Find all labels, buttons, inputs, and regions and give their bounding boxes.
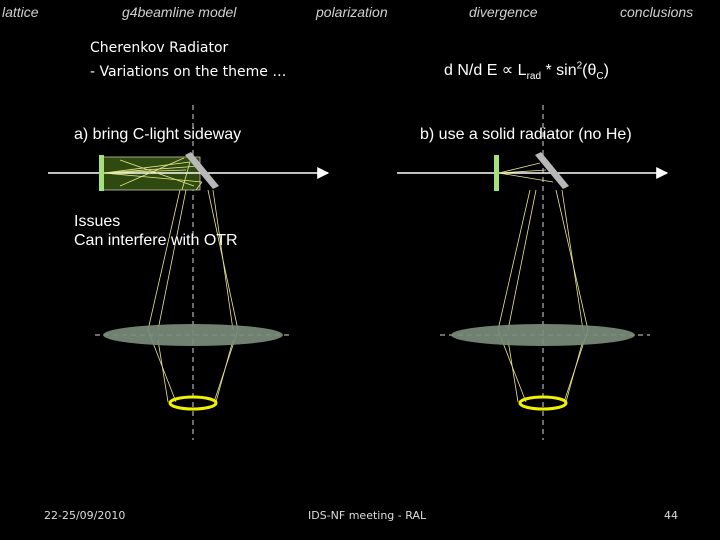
detector-ring-a [168, 395, 218, 411]
formula-sup: 2 [576, 60, 583, 72]
diagram-b [397, 105, 669, 440]
mirror-a [185, 152, 219, 189]
nav-divergence[interactable]: divergence [469, 4, 538, 20]
caption-a: a) bring C-light sideway [74, 126, 242, 143]
formula-mid: * sin [541, 62, 577, 79]
lens-a [103, 324, 283, 346]
footer-date: 22-25/09/2010 [44, 509, 126, 522]
nav-lattice[interactable]: lattice [2, 4, 39, 20]
mirror-b [535, 152, 569, 189]
slide-subtitle: - Variations on the theme … [90, 64, 287, 80]
detector-ring-b [518, 395, 568, 411]
nav-conclusions[interactable]: conclusions [620, 4, 694, 20]
diagram-a [48, 105, 330, 440]
caption-b: b) use a solid radiator (no He) [420, 126, 632, 143]
light-rays-a [103, 157, 239, 403]
formula: d N/d E ∝ Lrad * sin2(θC) [444, 60, 609, 83]
formula-sub-c: C [596, 71, 604, 83]
lens-b [451, 324, 635, 346]
formula-sub-rad: rad [526, 71, 542, 83]
issues-text: Can interfere with OTR [74, 232, 238, 249]
slide-title: Cherenkov Radiator [90, 40, 229, 56]
formula-theta: (θ [582, 62, 597, 79]
nav-g4beamline-model[interactable]: g4beamline model [122, 4, 237, 20]
issues-note: Issues Can interfere with OTR [74, 212, 238, 250]
footer-event: IDS-NF meeting - RAL [308, 509, 427, 522]
issues-heading: Issues [74, 213, 121, 230]
nav-polarization[interactable]: polarization [316, 4, 388, 20]
formula-close: ) [603, 62, 609, 79]
radiator-plate-a [99, 155, 104, 191]
radiator-plate-b [494, 155, 499, 191]
formula-prefix: d N/d E ∝ L [444, 62, 527, 79]
page-number: 44 [664, 509, 678, 522]
